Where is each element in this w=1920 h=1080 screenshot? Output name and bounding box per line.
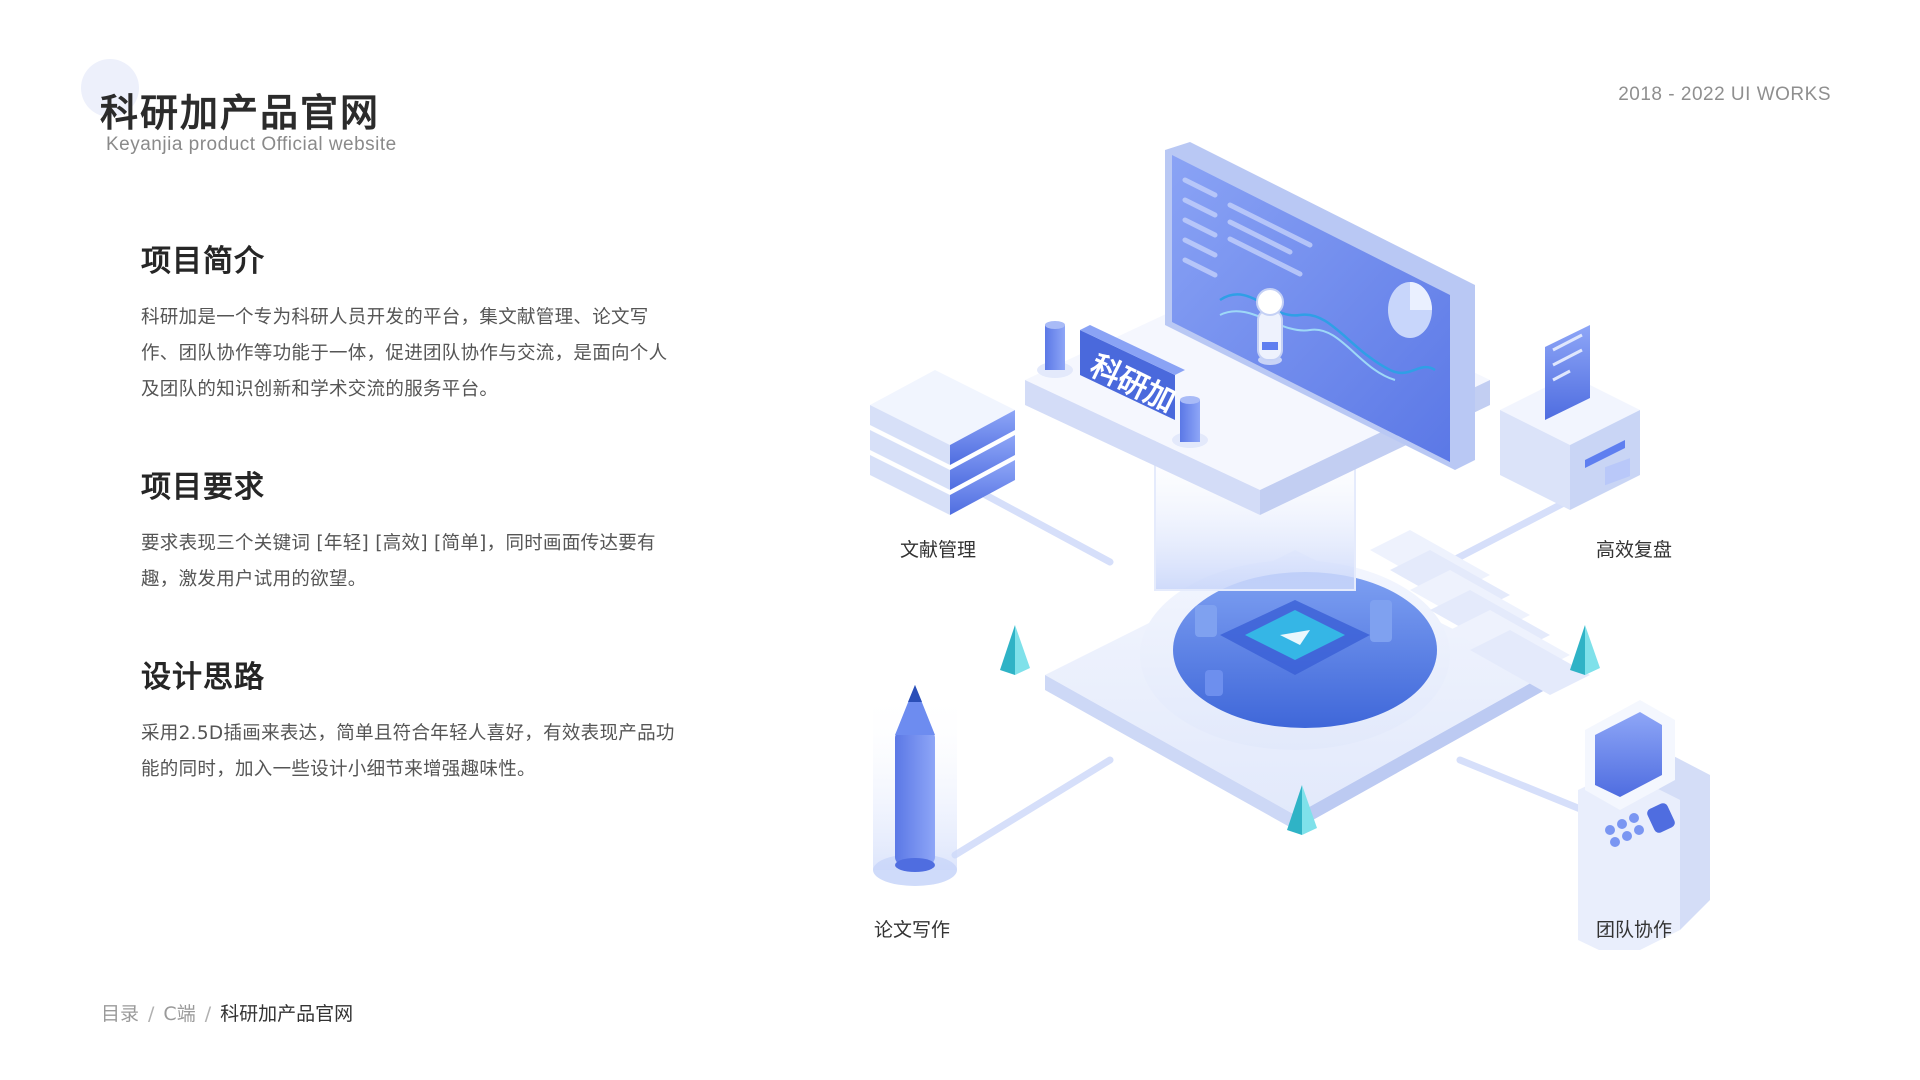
page-title: 科研加产品官网 xyxy=(100,91,381,135)
breadcrumb-item-c-end[interactable]: C端 xyxy=(163,1003,196,1025)
team-kiosk xyxy=(1578,458,1710,950)
review-printer xyxy=(1500,325,1640,510)
section-body: 要求表现三个关键词 [年轻] [高效] [简单]，同时画面传达要有趣，激发用户试… xyxy=(141,533,656,590)
robot-figure xyxy=(1256,288,1284,365)
monitor xyxy=(1165,142,1475,470)
stairs xyxy=(1370,530,1590,695)
section-body: 科研加是一个专为科研人员开发的平台，集文献管理、论文写作、团队协作等功能于一体，… xyxy=(141,307,668,400)
label-team-collaboration: 团队协作 xyxy=(1596,919,1673,941)
breadcrumb-item-catalog[interactable]: 目录 xyxy=(101,1003,140,1025)
literature-stack xyxy=(870,370,1015,515)
title-decoration-circle xyxy=(81,59,139,117)
label-paper-writing: 论文写作 xyxy=(874,919,951,941)
breadcrumb: 目录 / C端 / 科研加产品官网 xyxy=(101,999,353,1026)
section-body: 采用2.5D插画来表达，简单且符合年轻人喜好，有效表现产品功能的同时，加入一些设… xyxy=(141,723,675,780)
breadcrumb-item-current: 科研加产品官网 xyxy=(220,1003,354,1025)
section-heading: 项目要求 xyxy=(141,470,265,505)
section-design-idea: 设计思路 采用2.5D插画来表达，简单且符合年轻人喜好，有效表现产品功能的同时，… xyxy=(141,658,681,788)
section-project-intro: 项目简介 科研加是一个专为科研人员开发的平台，集文献管理、论文写作、团队协作等功… xyxy=(141,242,681,408)
label-efficient-review: 高效复盘 xyxy=(1596,539,1673,561)
works-label: 2018 - 2022 UI WORKS xyxy=(1618,84,1831,105)
illustration-svg: 科研加 xyxy=(870,142,1710,950)
page-subtitle: Keyanjia product Official website xyxy=(106,134,397,155)
section-project-requirements: 项目要求 要求表现三个关键词 [年轻] [高效] [简单]，同时画面传达要有趣，… xyxy=(141,468,681,598)
central-pit xyxy=(1140,560,1450,750)
isometric-illustration: 科研加 xyxy=(850,130,1750,950)
cyan-pyramids xyxy=(1000,625,1600,835)
section-heading: 设计思路 xyxy=(141,660,265,695)
platform-cylinders xyxy=(1037,321,1208,448)
label-literature-management: 文献管理 xyxy=(900,539,977,561)
breadcrumb-separator: / xyxy=(148,1003,155,1025)
section-heading: 项目简介 xyxy=(141,244,265,279)
breadcrumb-separator: / xyxy=(204,1003,212,1025)
writing-pencil xyxy=(873,685,957,886)
